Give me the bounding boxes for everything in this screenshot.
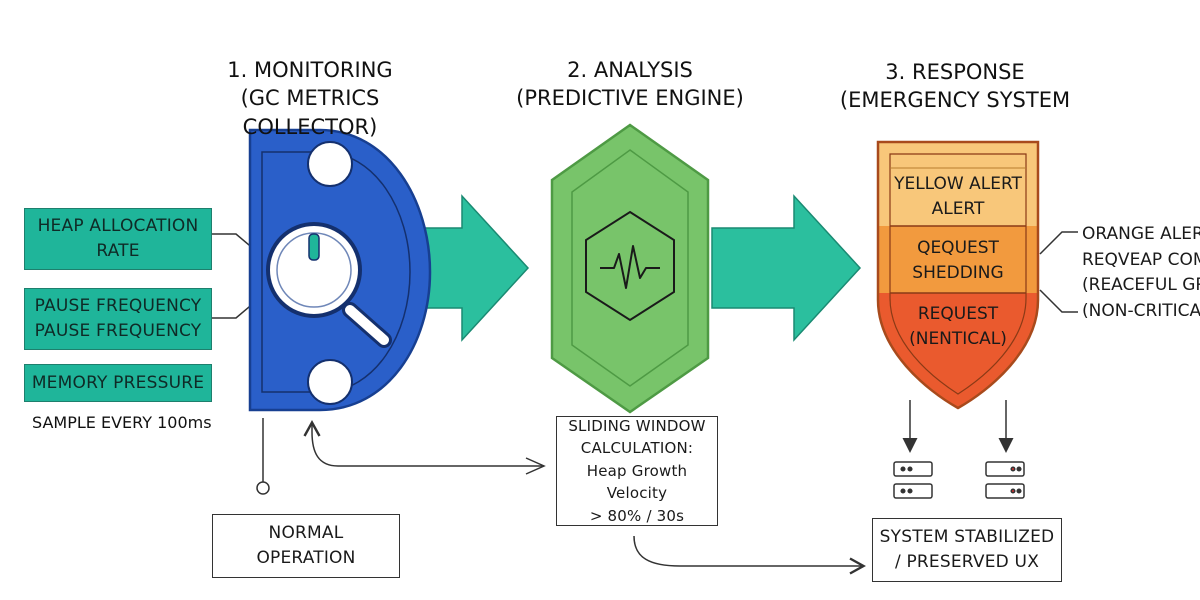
analysis-engine	[550, 123, 710, 414]
stage-title-response-text: 3. RESPONSE	[885, 60, 1025, 84]
metric-memory-pressure: MEMORY PRESSURE	[24, 364, 212, 402]
stage-title-monitoring-text: 1. MONITORING	[227, 58, 393, 82]
stabilized-line1: SYSTEM STABILIZED	[879, 527, 1055, 548]
feedback-loop-tip	[525, 457, 546, 475]
tier-red-line1: REQUEST	[917, 304, 999, 324]
feedback-loop-arrow	[303, 420, 544, 467]
metric-pause-line1: PAUSE FREQUENCY	[34, 296, 202, 317]
stage-title-analysis: 2. ANALYSIS (PREDICTIVE ENGINE)	[510, 56, 750, 113]
response-note-1: REQVEAP COMPA	[1082, 249, 1200, 270]
metric-pause-line2: PAUSE FREQUENCY	[34, 321, 202, 341]
sliding-window-box: SLIDING WINDOW CALCULATION: Heap Growth …	[556, 416, 718, 526]
tier-red-line2: (NENTICAL)	[909, 328, 1007, 349]
tier-orange-label: QEQUEST SHEDDING	[888, 236, 1028, 285]
tier-orange-line2: SHEDDING	[912, 262, 1004, 283]
stage-subtitle-analysis: (PREDICTIVE ENGINE)	[516, 86, 744, 111]
stage-subtitle-monitoring: (GC METRICS COLLECTOR)	[240, 86, 380, 139]
tier-yellow-line1: YELLOW ALERT	[894, 174, 1022, 194]
flow-arrow-analysis-to-response	[711, 194, 862, 342]
tier-yellow-line2: ALERT	[931, 198, 985, 219]
normal-operation-line1: NORMAL	[268, 523, 344, 544]
tier-yellow-label: YELLOW ALERT ALERT	[888, 172, 1028, 221]
magnifier-icon	[266, 222, 392, 348]
shield-tier-orange	[878, 226, 1038, 293]
response-note-3: (NON-CRITICAL	[1082, 300, 1200, 321]
metric-heap-line1: HEAP ALLOCATION	[37, 216, 199, 237]
stabilize-arrow	[633, 535, 866, 575]
sliding-window-line2: CALCULATION:	[580, 439, 694, 458]
normal-operation-line2: OPERATION	[256, 548, 356, 568]
shield-tier-yellow	[878, 142, 1038, 226]
tier-orange-line1: QEQUEST	[917, 238, 999, 258]
connector-noncritical	[1039, 289, 1078, 313]
metric-heap-allocation: HEAP ALLOCATION RATE	[24, 208, 212, 270]
stage-title-analysis-text: 2. ANALYSIS	[567, 58, 693, 82]
sliding-window-line4: > 80% / 30s	[589, 506, 685, 525]
response-notes: ORANGE ALERT REQVEAP COMPA (REACEFUL GRA…	[1082, 222, 1200, 324]
normal-operation-node	[256, 481, 270, 495]
server-icon-right	[985, 461, 1025, 499]
system-stabilized-box: SYSTEM STABILIZED / PRESERVED UX	[872, 518, 1062, 582]
metric-memory-line1: MEMORY PRESSURE	[31, 372, 205, 393]
sample-note: SAMPLE EVERY 100ms	[32, 413, 212, 432]
metric-heap-line2: RATE	[96, 241, 140, 261]
monitoring-collector	[248, 128, 432, 412]
sliding-window-line3: Heap Growth Velocity	[586, 461, 688, 503]
server-icon-left	[893, 461, 933, 499]
response-note-0: ORANGE ALERT	[1082, 224, 1200, 244]
stage-title-response: 3. RESPONSE (EMERGENCY SYSTEM	[830, 58, 1080, 115]
stage-subtitle-response: (EMERGENCY SYSTEM	[839, 88, 1071, 113]
connector-orange-alert	[1039, 231, 1078, 255]
tier-red-label: REQUEST (NENTICAL)	[888, 302, 1028, 351]
sliding-window-line1: SLIDING WINDOW	[568, 416, 706, 435]
metric-pause-frequency: PAUSE FREQUENCY PAUSE FREQUENCY	[24, 288, 212, 350]
normal-operation-box: NORMAL OPERATION	[212, 514, 400, 578]
response-note-2: (REACEFUL GRA	[1082, 275, 1200, 295]
stage-title-monitoring: 1. MONITORING (GC METRICS COLLECTOR)	[185, 56, 435, 141]
stabilized-line2: / PRESERVED UX	[894, 552, 1040, 572]
pulse-icon	[600, 245, 660, 289]
